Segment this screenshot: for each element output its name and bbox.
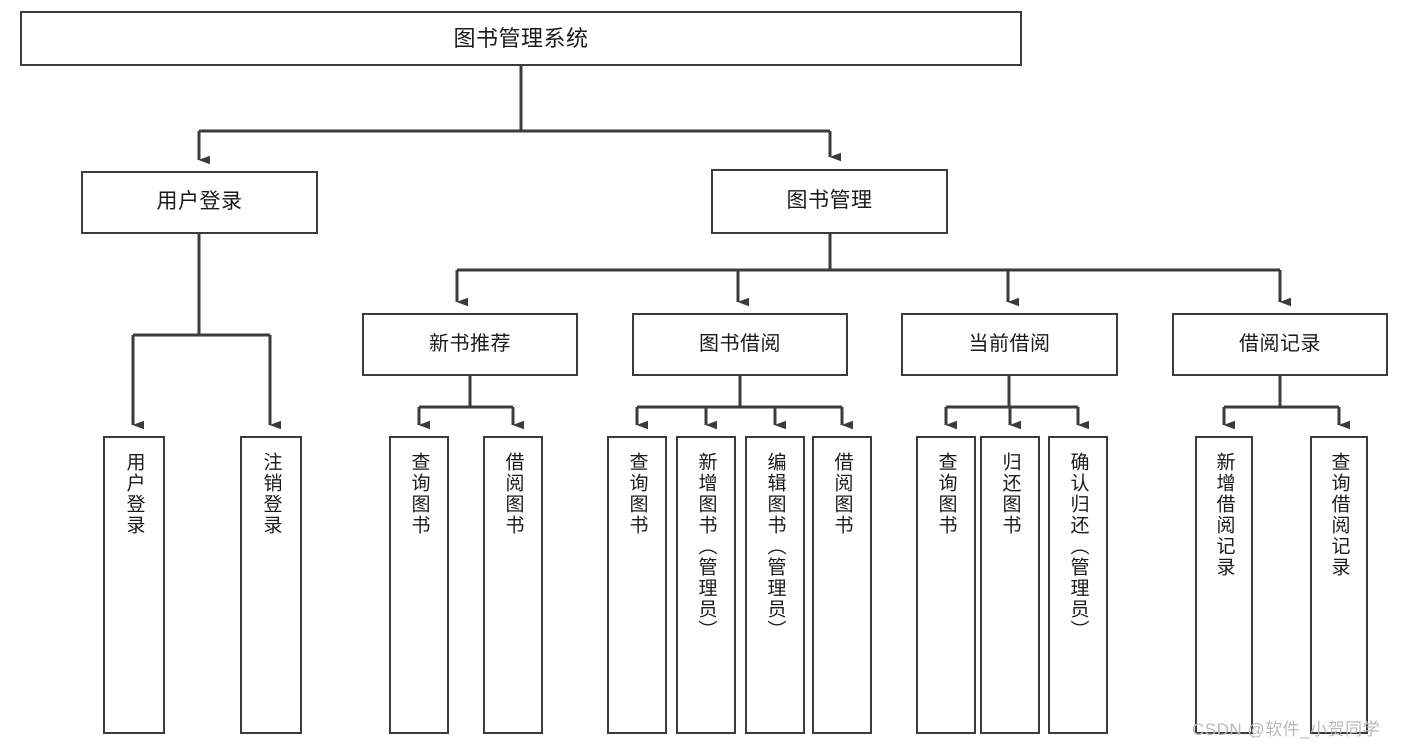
node-leaf-logout-login[interactable]: 注销登录 <box>240 436 302 734</box>
node-current-borrow[interactable]: 当前借阅 <box>901 313 1118 376</box>
node-label: 用户登录 <box>123 452 145 536</box>
node-label: 归还图书 <box>999 452 1021 536</box>
node-label: 借阅记录 <box>1239 333 1321 355</box>
node-label: 图书借阅 <box>699 333 781 355</box>
node-label: 编辑图书（管理员） <box>764 452 786 641</box>
node-label: 查询图书 <box>408 452 430 536</box>
node-new-book-recommend[interactable]: 新书推荐 <box>362 313 578 376</box>
node-leaf-add-book[interactable]: 新增图书（管理员） <box>676 436 736 734</box>
node-label: 新增图书（管理员） <box>695 452 717 641</box>
node-label: 借阅图书 <box>502 452 524 536</box>
watermark: CSDN @软件_小贺同学 <box>1192 720 1381 739</box>
node-label: 新增借阅记录 <box>1213 452 1235 578</box>
node-root-system[interactable]: 图书管理系统 <box>20 11 1022 66</box>
node-leaf-query-book-2[interactable]: 查询图书 <box>607 436 667 734</box>
node-label: 注销登录 <box>260 452 282 536</box>
node-label: 查询图书 <box>935 452 957 536</box>
node-label: 确认归还（管理员） <box>1067 452 1089 641</box>
node-leaf-borrow-book-1[interactable]: 借阅图书 <box>483 436 543 734</box>
node-user-login[interactable]: 用户登录 <box>81 171 318 234</box>
node-leaf-borrow-book-2[interactable]: 借阅图书 <box>812 436 872 734</box>
node-label: 查询借阅记录 <box>1328 452 1350 578</box>
node-label: 借阅图书 <box>831 452 853 536</box>
node-leaf-query-book-3[interactable]: 查询图书 <box>916 436 976 734</box>
node-book-management[interactable]: 图书管理 <box>711 169 948 234</box>
node-leaf-confirm-return[interactable]: 确认归还（管理员） <box>1048 436 1108 734</box>
node-leaf-add-record[interactable]: 新增借阅记录 <box>1195 436 1253 734</box>
node-leaf-query-record[interactable]: 查询借阅记录 <box>1310 436 1368 734</box>
node-label: 当前借阅 <box>968 333 1051 355</box>
node-borrow-record[interactable]: 借阅记录 <box>1172 313 1388 376</box>
node-label: 图书管理 <box>786 189 873 213</box>
node-book-borrow[interactable]: 图书借阅 <box>632 313 848 376</box>
node-label: 图书管理系统 <box>453 25 589 51</box>
node-leaf-return-book[interactable]: 归还图书 <box>980 436 1040 734</box>
node-leaf-query-book-1[interactable]: 查询图书 <box>389 436 449 734</box>
node-leaf-user-login[interactable]: 用户登录 <box>103 436 165 734</box>
node-label: 查询图书 <box>626 452 648 536</box>
node-label: 用户登录 <box>156 190 243 214</box>
node-leaf-edit-book[interactable]: 编辑图书（管理员） <box>745 436 805 734</box>
node-label: 新书推荐 <box>429 333 511 355</box>
